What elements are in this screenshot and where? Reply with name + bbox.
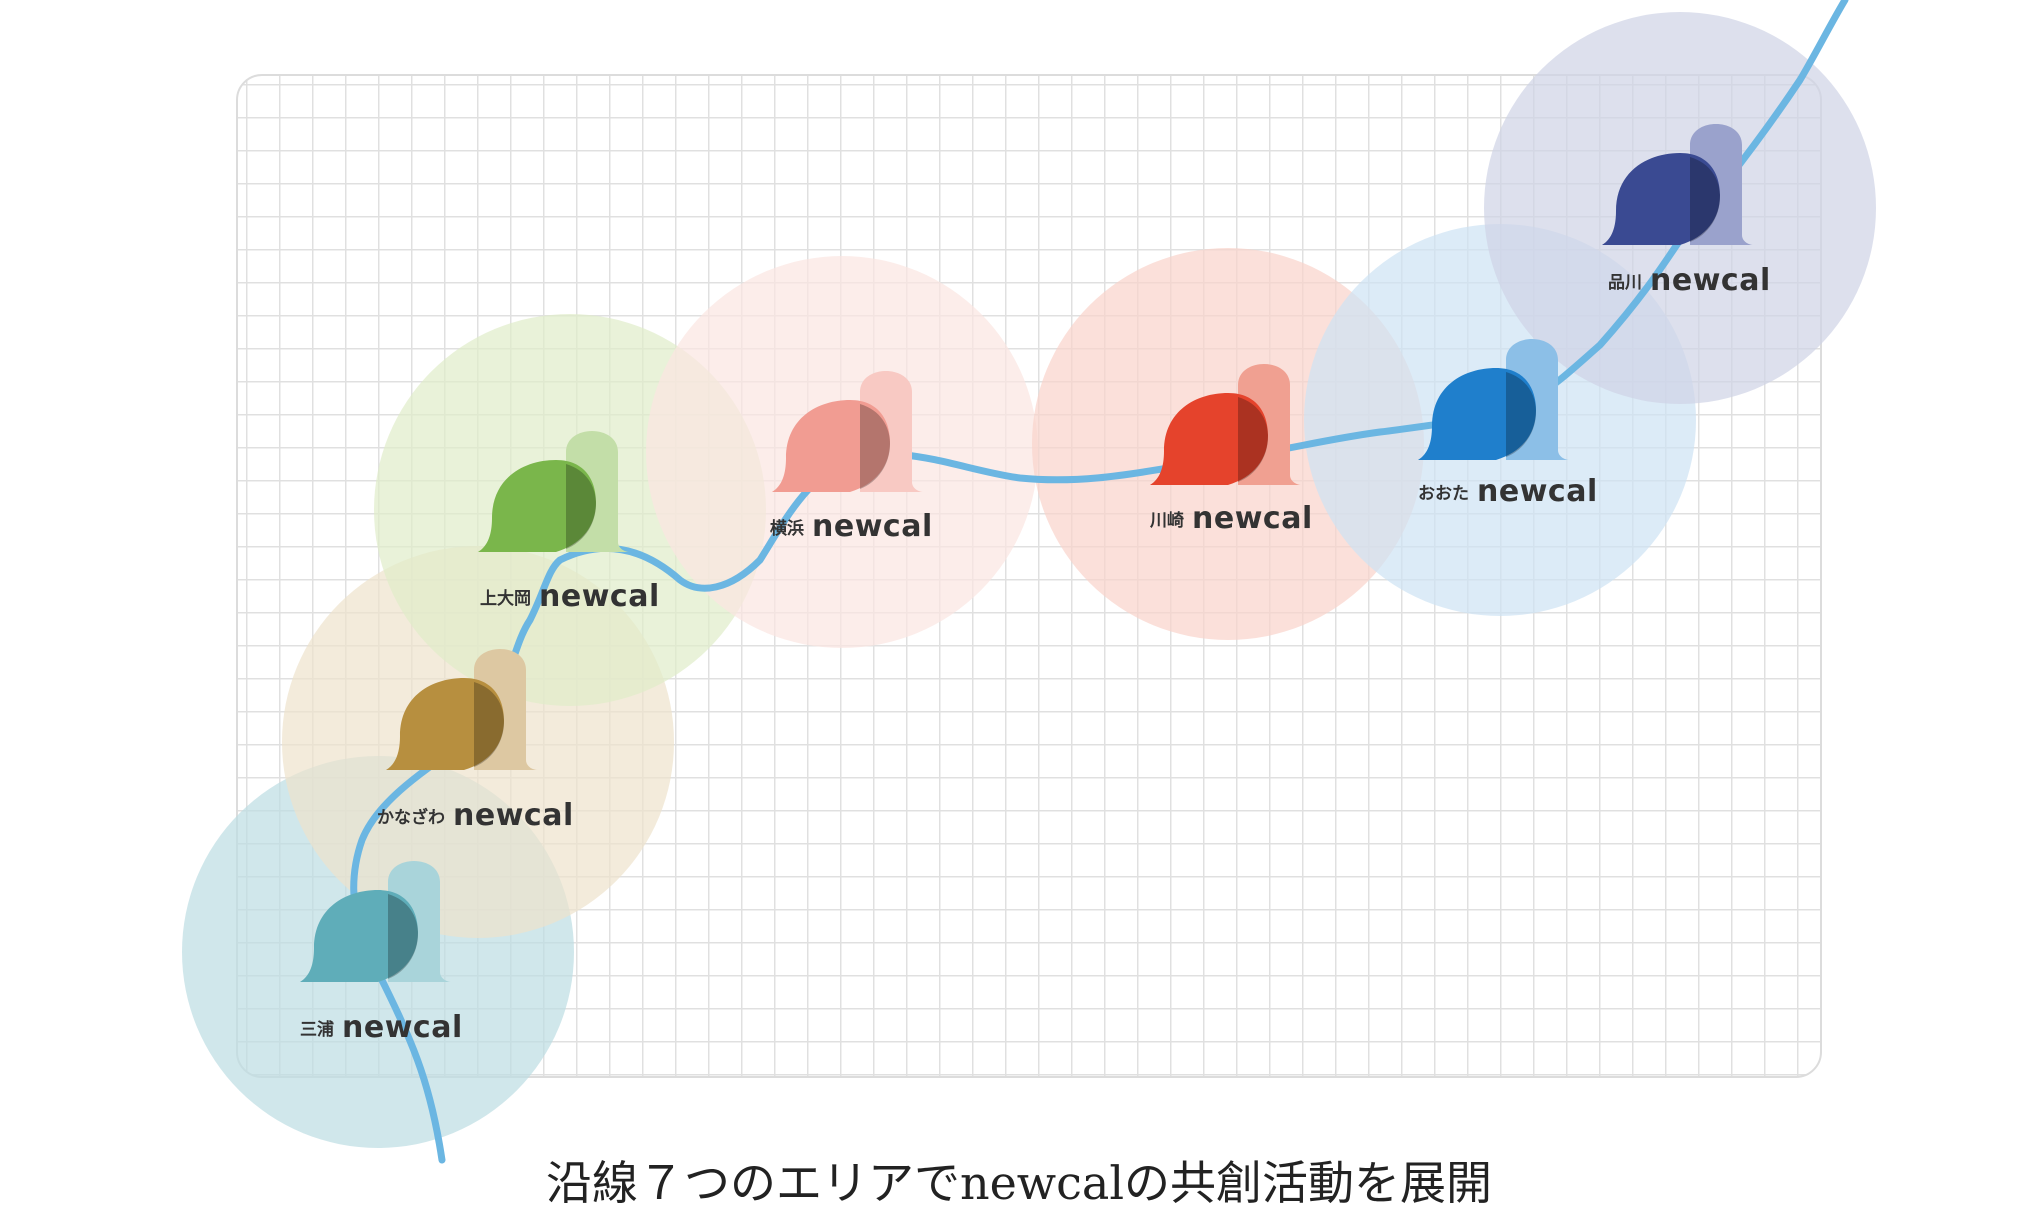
- station-marker-shinagawa: [1602, 124, 1754, 245]
- marker-overlap: [388, 894, 418, 979]
- station-brand-kawasaki: newcal: [1192, 501, 1313, 536]
- station-marker-yokohama: [772, 371, 924, 492]
- station-marker-kawasaki: [1150, 364, 1302, 485]
- station-name-yokohama: 横浜: [770, 518, 804, 539]
- marker-front-shape: [772, 400, 890, 492]
- station-name-miura: 三浦: [300, 1019, 334, 1040]
- station-name-kawasaki: 川崎: [1149, 510, 1184, 531]
- marker-front-shape: [1602, 153, 1720, 245]
- station-brand-yokohama: newcal: [812, 509, 933, 544]
- marker-overlap: [566, 464, 596, 549]
- station-brand-kamiooka: newcal: [539, 579, 660, 614]
- station-name-shinagawa: 品川: [1608, 273, 1642, 293]
- marker-overlap: [1238, 397, 1268, 482]
- station-marker-oota: [1418, 339, 1570, 460]
- station-brand-kanazawa: newcal: [453, 798, 574, 833]
- station-name-kanazawa: かなざわ: [377, 807, 445, 828]
- station-marker-kanazawa: [386, 649, 538, 770]
- station-name-oota: おおた: [1418, 484, 1469, 504]
- marker-overlap: [1690, 157, 1720, 242]
- marker-front-shape: [300, 890, 418, 982]
- marker-overlap: [474, 682, 504, 767]
- marker-front-shape: [478, 460, 596, 552]
- marker-overlap: [860, 404, 890, 489]
- station-markers: 三浦 newcal かなざわ newcal 上大岡 newcal 横浜 newcal 川崎 new…: [300, 124, 1771, 1045]
- marker-front-shape: [1418, 368, 1536, 460]
- marker-overlap: [1506, 372, 1536, 457]
- station-name-kamiooka: 上大岡: [480, 588, 531, 609]
- station-brand-oota: newcal: [1477, 474, 1598, 509]
- station-brand-miura: newcal: [342, 1010, 463, 1045]
- marker-front-shape: [1150, 393, 1268, 485]
- figure-caption: 沿線７つのエリアでnewcalの共創活動を展開: [545, 1156, 1493, 1210]
- station-marker-kamiooka: [478, 431, 630, 552]
- marker-front-shape: [386, 678, 504, 770]
- station-brand-shinagawa: newcal: [1650, 263, 1771, 298]
- station-marker-miura: [300, 861, 452, 982]
